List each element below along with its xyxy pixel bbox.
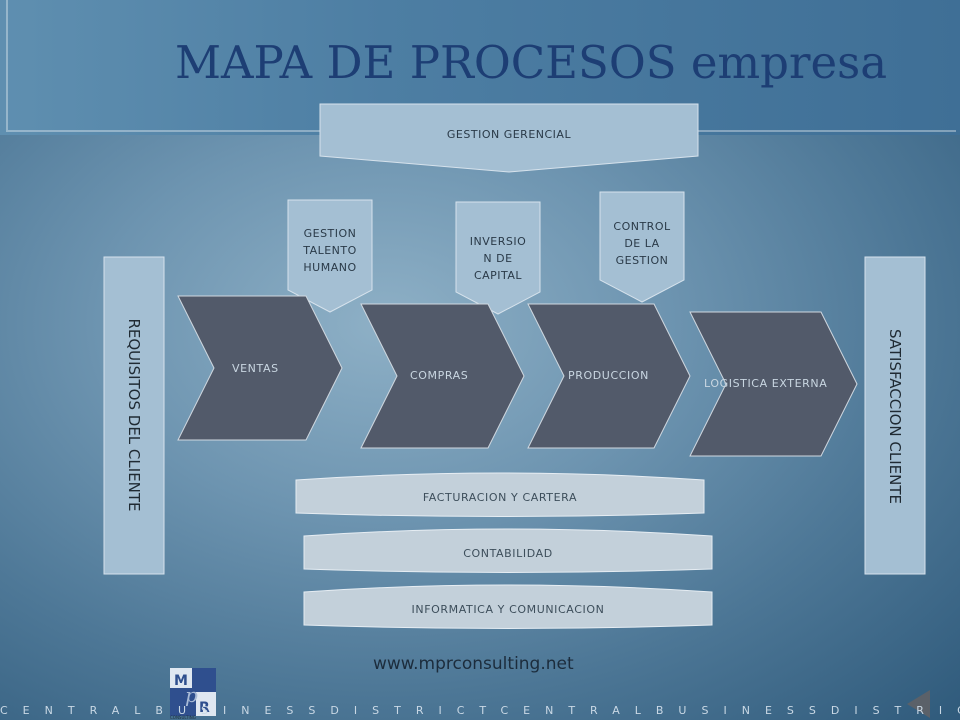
support-tab-3-line-3: GESTION bbox=[615, 254, 669, 267]
chevron-shape-1 bbox=[177, 295, 343, 441]
support-tab-1-line-3: HUMANO bbox=[303, 261, 357, 274]
right-bar-shape bbox=[864, 256, 926, 575]
support-tab-2-line-1: INVERSIO bbox=[469, 235, 527, 248]
core-process-label-3: PRODUCCION bbox=[568, 369, 649, 382]
support-band-shape-2 bbox=[303, 528, 713, 573]
left-bar-shape bbox=[103, 256, 165, 575]
support-band-label-1: FACTURACION Y CARTERA bbox=[422, 491, 578, 504]
support-tab-3: CONTROL DE LA GESTION bbox=[600, 218, 684, 269]
support-band-shape-1 bbox=[295, 472, 705, 517]
support-tab-shape-2 bbox=[455, 201, 541, 315]
chevron-shape-4 bbox=[689, 311, 858, 457]
support-tab-3-line-2: DE LA bbox=[624, 237, 660, 250]
support-tab-2-line-3: CAPITAL bbox=[473, 269, 523, 282]
logo-letter-p: p bbox=[185, 683, 198, 707]
logo-letter-r: R bbox=[199, 700, 210, 716]
back-arrow-icon[interactable] bbox=[907, 690, 930, 718]
chevron-shape-2 bbox=[360, 303, 525, 449]
company-logo: M p R CONSULTING bbox=[170, 668, 216, 720]
right-bar-label: SATISFACCION CLIENTE bbox=[886, 329, 904, 505]
support-band-shape-3 bbox=[303, 584, 713, 629]
support-tab-1-line-1: GESTION bbox=[303, 227, 357, 240]
slide-title: MAPA DE PROCESOS empresa bbox=[174, 36, 888, 89]
core-process-label-2: COMPRAS bbox=[410, 369, 469, 382]
core-process-label-1: VENTAS bbox=[232, 362, 279, 375]
strategic-process-shape bbox=[319, 103, 699, 173]
core-process-label-4: LOGISTICA EXTERNA bbox=[704, 377, 828, 390]
footer-ticker: CENTRALBUSINESSDISTRICTCENTRALBUSINESSDI… bbox=[0, 704, 960, 717]
support-band-label-3: INFORMATICA Y COMUNICACION bbox=[411, 603, 605, 616]
left-bar-label: REQUISITOS DEL CLIENTE bbox=[125, 318, 143, 512]
support-tab-shape-3 bbox=[599, 191, 685, 303]
support-tab-shape-1 bbox=[287, 199, 373, 313]
support-tab-1-line-2: TALENTO bbox=[303, 244, 357, 257]
support-band-label-2: CONTABILIDAD bbox=[463, 547, 553, 560]
website-link[interactable]: www.mprconsulting.net bbox=[373, 654, 574, 674]
chevron-shape-3 bbox=[527, 303, 691, 449]
support-tab-2-line-2: N DE bbox=[483, 252, 513, 265]
support-tab-3-line-1: CONTROL bbox=[613, 220, 671, 233]
strategic-process-label: GESTION GERENCIAL bbox=[446, 128, 572, 141]
logo-caption: CONSULTING bbox=[170, 715, 196, 720]
support-tab-1: GESTION TALENTO HUMANO bbox=[288, 225, 372, 276]
logo-letter-m: M bbox=[174, 673, 188, 689]
support-tab-2: INVERSIO N DE CAPITAL bbox=[456, 233, 540, 284]
